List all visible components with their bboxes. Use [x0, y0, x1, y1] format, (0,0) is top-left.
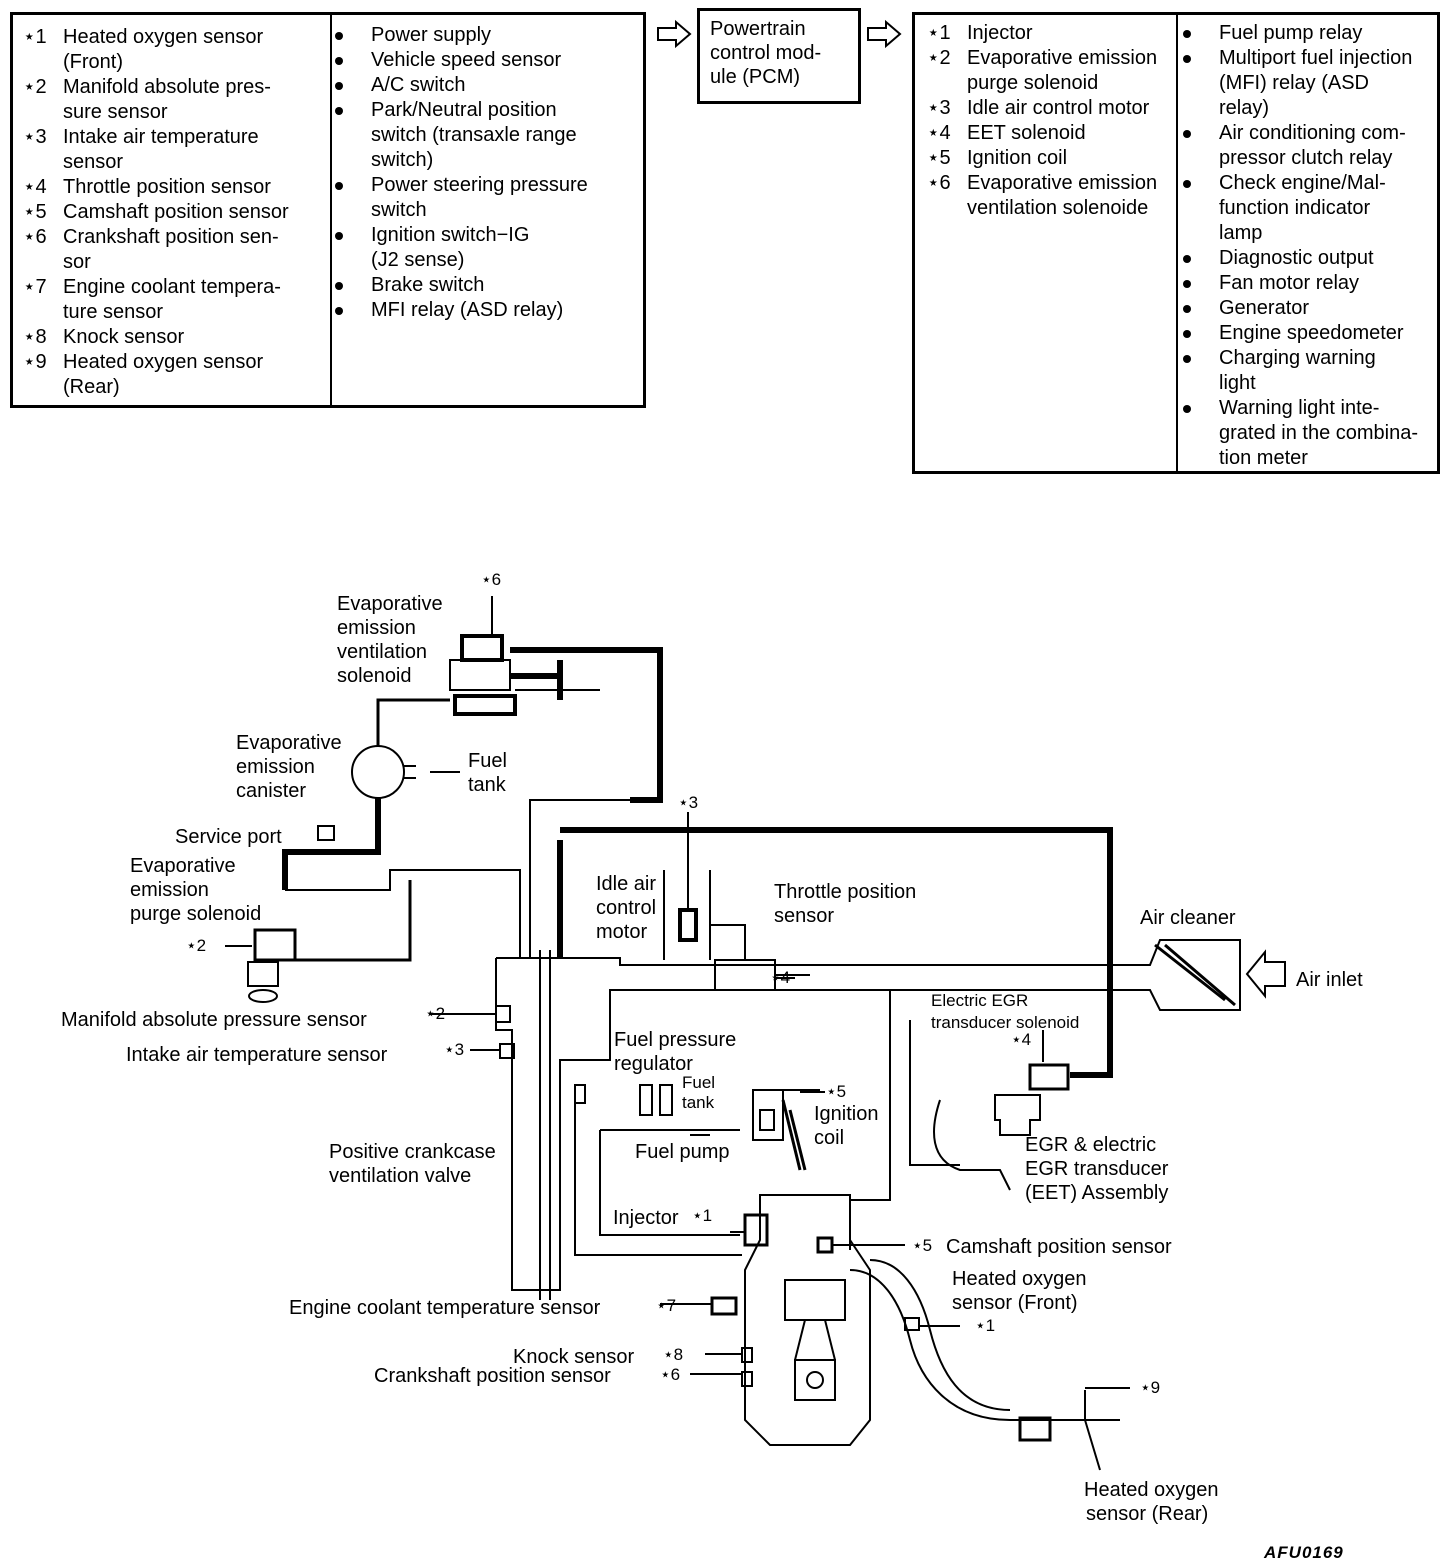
ref-2-purge: ⋆2: [186, 936, 207, 955]
bullet-icon: [1183, 180, 1191, 188]
label-injector: Injector: [613, 1207, 679, 1229]
egr-valve-icon: [994, 1094, 1041, 1136]
ho2s-rear-icon: [1018, 1416, 1052, 1442]
ref-6-ckp: ⋆6: [660, 1365, 681, 1384]
air-cleaner-icon: [890, 939, 1241, 1011]
ref-8-knock: ⋆8: [663, 1345, 684, 1364]
ignition-coil-icon: [752, 1089, 820, 1171]
service-port-icon: [317, 825, 335, 841]
ref-5-coil: ⋆5: [826, 1082, 847, 1101]
pcv-valve-icon: [574, 1084, 586, 1104]
bullet-icon: [1183, 255, 1191, 263]
bullet-icon: [335, 57, 343, 65]
knock-sensor-icon: [741, 1347, 753, 1363]
bullet-icon: [1183, 130, 1191, 138]
ref-1-ho2s: ⋆1: [975, 1316, 996, 1335]
bullet-icon: [1183, 355, 1191, 363]
bullet-icon: [335, 232, 343, 240]
ref-4-tps: ⋆4: [770, 968, 791, 987]
ho2s-front-icon: [904, 1317, 920, 1331]
ref-3-iat: ⋆3: [444, 1040, 465, 1059]
ref-9-ho2s-rear: ⋆9: [1140, 1378, 1161, 1397]
pcm-to-output-arrow-icon: [867, 19, 902, 49]
bullet-icon: [1183, 405, 1191, 413]
label-air-cleaner: Air cleaner: [1140, 907, 1236, 929]
ref-4-eet: ⋆4: [1011, 1030, 1032, 1049]
label-camshaft-sensor: Camshaft position sensor: [946, 1236, 1172, 1258]
output-table-divider: [1176, 15, 1178, 471]
bullet-icon: [335, 307, 343, 315]
bullet-icon: [1183, 330, 1191, 338]
ect-sensor-icon: [710, 1296, 738, 1316]
bullet-icon: [335, 182, 343, 190]
fuel-pressure-regulator-icon: [639, 1084, 673, 1116]
bullet-icon: [335, 82, 343, 90]
ref-7-ect: ⋆7: [656, 1296, 677, 1315]
ckp-sensor-icon: [741, 1371, 753, 1387]
bullet-icon: [335, 282, 343, 290]
evap-ventilation-solenoid-icon: [449, 596, 517, 716]
input-to-pcm-arrow-icon: [657, 19, 692, 49]
ref-6-top: ⋆6: [481, 570, 502, 589]
label-service-port: Service port: [175, 826, 282, 848]
ref-3-iac: ⋆3: [678, 793, 699, 812]
evap-purge-solenoid-icon: [225, 880, 412, 1003]
idle-air-control-motor-icon: [678, 908, 698, 942]
bullet-icon: [335, 32, 343, 40]
ref-5-camshaft: ⋆5: [912, 1236, 933, 1255]
air-inlet-arrow-icon: [1245, 949, 1286, 999]
label-fuel-pump: Fuel pump: [635, 1141, 730, 1163]
label-ect-sensor: Engine coolant temperature sensor: [289, 1297, 601, 1319]
ref-2-map: ⋆2: [425, 1004, 446, 1023]
bullet-icon: [1183, 30, 1191, 38]
label-knock-sensor: Knock sensor: [513, 1346, 635, 1368]
exhaust-pipe-icon: [849, 1259, 1120, 1421]
injector-icon: [743, 1213, 769, 1247]
bullet-icon: [1183, 305, 1191, 313]
label-map-sensor: Manifold absolute pressure sensor: [61, 1009, 367, 1031]
bullet-icon: [1183, 55, 1191, 63]
bullet-icon: [335, 107, 343, 115]
figure-code: AFU0169: [1264, 1543, 1344, 1562]
evap-canister-icon: [351, 745, 405, 799]
bullet-icon: [1183, 280, 1191, 288]
eet-solenoid-icon: [1028, 1063, 1070, 1091]
camshaft-sensor-icon: [816, 1236, 834, 1254]
input-table-divider: [330, 15, 332, 405]
map-sensor-icon: [495, 1005, 511, 1023]
label-air-inlet: Air inlet: [1296, 969, 1363, 991]
engine-block-icon: [744, 1194, 871, 1446]
label-ckp-sensor: Crankshaft position sensor: [374, 1365, 611, 1387]
ref-1-injector: ⋆1: [692, 1206, 713, 1225]
label-iat-sensor: Intake air temperature sensor: [126, 1044, 388, 1066]
